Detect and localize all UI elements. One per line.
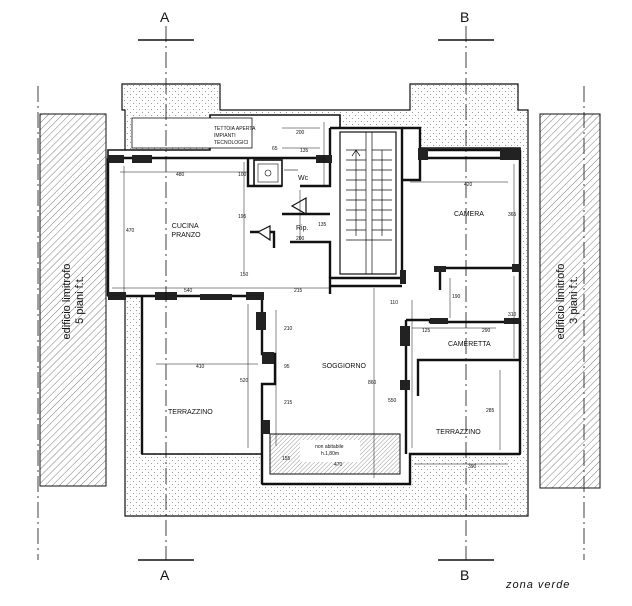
svg-text:550: 550 xyxy=(388,398,397,404)
svg-text:100: 100 xyxy=(238,172,247,178)
neighbour-building-right xyxy=(539,113,601,489)
svg-text:540: 540 xyxy=(184,288,193,294)
svg-text:285: 285 xyxy=(486,408,495,414)
section-label-b-bottom: B xyxy=(460,567,469,583)
wc-shower xyxy=(253,159,283,187)
svg-text:290: 290 xyxy=(482,328,491,334)
room-label-tecnici: TETTOIA APERTA IMPIANTI TECNOLOGICI xyxy=(214,126,257,146)
section-lines xyxy=(37,26,585,560)
kitchen-wall-detail xyxy=(256,225,271,242)
svg-text:65: 65 xyxy=(272,146,278,152)
svg-text:470: 470 xyxy=(126,228,135,234)
neighbour-label-right: edificio limitrofo 3 piani f.t. xyxy=(555,261,580,340)
svg-text:210: 210 xyxy=(284,326,293,332)
svg-text:365: 365 xyxy=(508,212,517,218)
svg-text:215: 215 xyxy=(294,288,303,294)
svg-text:470: 470 xyxy=(334,462,343,468)
room-label-cucina: CUCINA PRANZO xyxy=(171,223,201,239)
svg-text:135: 135 xyxy=(300,148,309,154)
staircase xyxy=(339,131,397,275)
roof-strip xyxy=(131,117,253,149)
svg-text:215: 215 xyxy=(284,400,293,406)
svg-text:125: 125 xyxy=(422,328,431,334)
room-label-cameretta: CAMERETTA xyxy=(448,341,491,348)
section-label-a-top: A xyxy=(160,9,170,25)
room-label-camera: CAMERA xyxy=(454,211,484,218)
dimension-labels: 200 65 135 270 480 100 470 195 135 200 1… xyxy=(126,130,517,470)
svg-text:520: 520 xyxy=(240,378,249,384)
svg-text:95: 95 xyxy=(284,364,290,370)
section-label-b-top: B xyxy=(460,9,469,25)
svg-text:200: 200 xyxy=(296,236,305,242)
room-label-soggiorno: SOGGIORNO xyxy=(322,363,367,370)
room-label-terrazzino-left: TERRAZZINO xyxy=(168,409,213,416)
svg-text:420: 420 xyxy=(464,182,473,188)
svg-text:270: 270 xyxy=(318,158,327,164)
zona-verde-label: zona verde xyxy=(505,579,570,591)
room-label-terrazzino-right: TERRAZZINO xyxy=(436,429,481,436)
room-label-non-abitabile: non abitabile h.1,80m xyxy=(315,444,345,457)
svg-text:110: 110 xyxy=(390,300,398,306)
room-label-wc: Wc xyxy=(298,175,309,182)
section-label-a-bottom: A xyxy=(160,567,170,583)
svg-text:200: 200 xyxy=(296,130,305,136)
dimension-lines xyxy=(112,122,515,478)
svg-text:150: 150 xyxy=(240,272,249,278)
svg-text:390: 390 xyxy=(468,464,477,470)
svg-text:310: 310 xyxy=(508,312,517,318)
svg-text:410: 410 xyxy=(196,364,205,370)
svg-text:860: 860 xyxy=(368,380,377,386)
svg-text:190: 190 xyxy=(452,294,461,300)
room-label-rip: Rip. xyxy=(296,225,309,232)
svg-text:195: 195 xyxy=(238,214,247,220)
neighbour-label-left: edificio limitrofo 5 piani f.t. xyxy=(61,261,86,340)
neighbour-building-left xyxy=(39,113,107,487)
svg-text:135: 135 xyxy=(318,222,327,228)
svg-text:155: 155 xyxy=(282,456,291,462)
svg-text:480: 480 xyxy=(176,172,185,178)
